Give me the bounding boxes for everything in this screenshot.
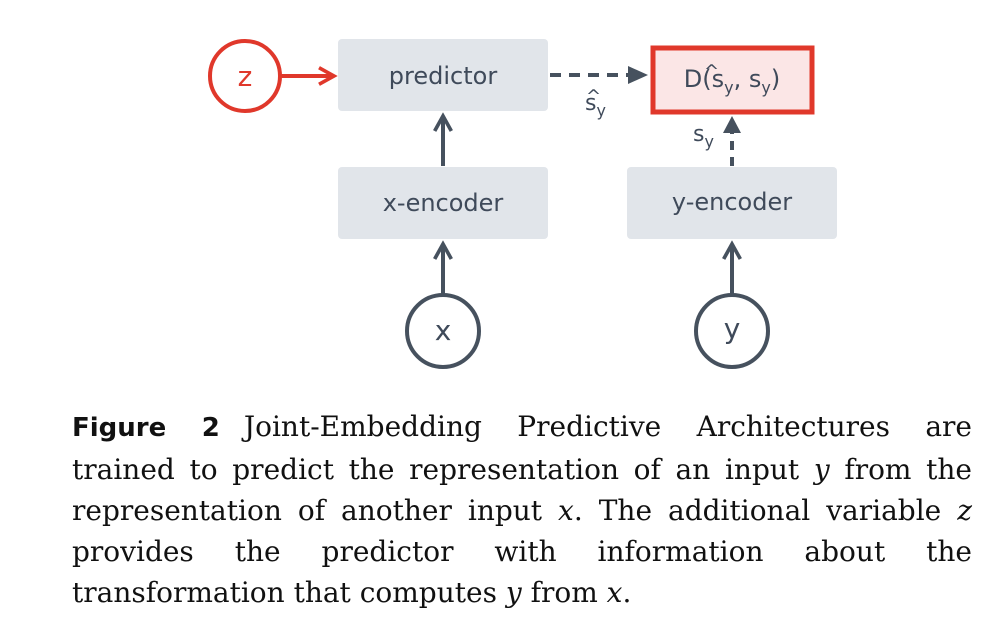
- y-encoder-to-distance-arrowhead: [723, 116, 741, 133]
- z-node: z: [208, 39, 282, 113]
- caption-text-5: from: [521, 576, 607, 609]
- predicted-embedding-sub: y: [596, 101, 605, 120]
- distance-sep: ,: [734, 65, 749, 93]
- distance-box: D(sy, sy) ^: [650, 45, 815, 115]
- z-circle: [208, 39, 282, 113]
- target-embedding-sub: y: [704, 132, 713, 151]
- y-encoder-rect: [627, 167, 837, 239]
- x-encoder-box: x-encoder: [338, 167, 548, 239]
- caption-var-x-2: x: [606, 576, 623, 609]
- distance-arg1-sub: y: [724, 78, 733, 97]
- x-node: x: [405, 293, 481, 369]
- y-circle: [694, 293, 770, 369]
- y-encoder-label: y-encoder: [672, 188, 792, 216]
- predictor-box: predictor: [338, 39, 548, 111]
- x-circle: [405, 293, 481, 369]
- predictor-label: predictor: [389, 62, 498, 90]
- distance-suffix: ): [771, 65, 780, 93]
- caption-text-4: provides the predictor with information …: [72, 535, 972, 609]
- caption-text-3: . The additional variable: [573, 494, 958, 527]
- z-label: z: [238, 60, 253, 93]
- target-embedding-label: sy: [693, 122, 714, 151]
- predicted-embedding-base: s: [585, 91, 596, 116]
- distance-prefix: D(: [684, 65, 712, 93]
- caption-var-x: x: [558, 494, 574, 527]
- distance-rect: [650, 45, 815, 115]
- predictor-to-distance-arrowhead: [628, 66, 648, 84]
- figure-label: Figure 2: [72, 413, 220, 443]
- caption-text-6: .: [622, 576, 632, 609]
- y-encoder-box: y-encoder: [627, 167, 837, 239]
- distance-arg2-base: s: [749, 65, 762, 93]
- caption-var-y-2: y: [505, 576, 522, 609]
- caption-text-1: Joint-Embedding Predictive Architectures…: [72, 410, 972, 486]
- x-label: x: [435, 314, 452, 347]
- distance-arg2-sub: y: [761, 78, 770, 97]
- x-encoder-label: x-encoder: [383, 189, 504, 217]
- x-encoder-rect: [338, 167, 548, 239]
- y-label: y: [724, 312, 741, 345]
- distance-label: D(sy, sy): [684, 65, 780, 97]
- predicted-embedding-label: sy: [585, 91, 606, 120]
- caption-text-2: from the representation of another input: [72, 453, 973, 527]
- distance-arg1-base: s: [712, 65, 725, 93]
- jepa-diagram: z predictor sy ^ D(sy, sy) ^ x-encoder x: [208, 39, 837, 369]
- y-node: y: [694, 293, 770, 369]
- predictor-rect: [338, 39, 548, 111]
- target-embedding-base: s: [693, 122, 704, 147]
- predicted-embedding-hat: ^: [586, 86, 601, 107]
- caption-var-y: y: [813, 453, 830, 486]
- distance-arg1-hat: ^: [704, 61, 719, 82]
- caption-var-z: z: [957, 494, 972, 527]
